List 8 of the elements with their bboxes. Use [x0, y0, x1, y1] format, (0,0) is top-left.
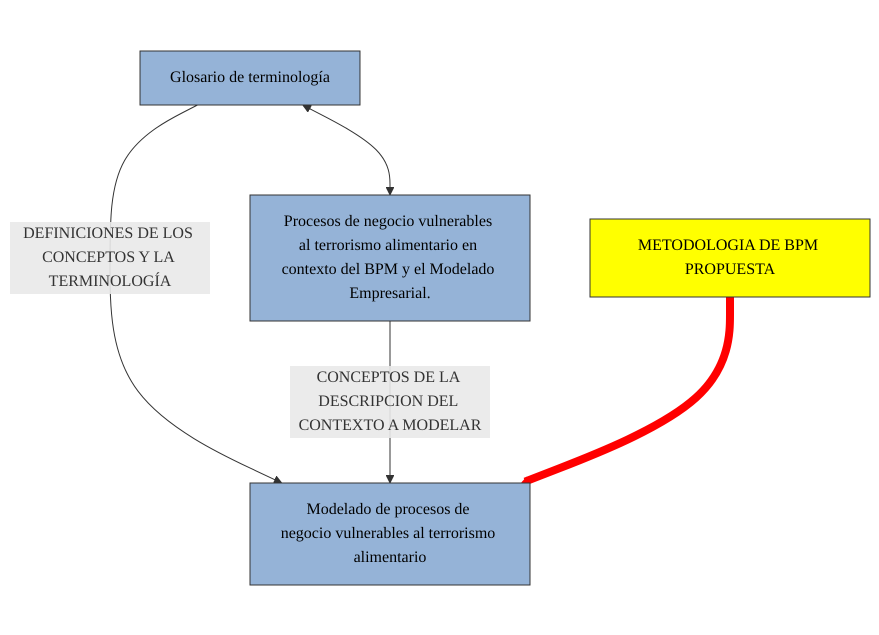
node-box: Procesos de negocio vulnerables al terrorismo alimentario en contexto del BPM y el Modelado Empresarial. — [249, 194, 530, 321]
edge-label: CONCEPTOS DE LA DESCRIPCION DEL CONTEXTO A MODELAR — [298, 368, 481, 434]
node-box: METODOLOGIA DE BPM PROPUESTA — [589, 218, 870, 297]
node-box: Modelado de procesos de negocio vulnerables al terrorismo alimentario — [249, 482, 530, 585]
node-box: Glosario de terminología — [139, 50, 360, 105]
arrow — [302, 104, 394, 195]
arrow — [520, 296, 734, 485]
edge-label: DEFINICIONES DE LOS CONCEPTOS Y LA TERMINOLOGÍA — [22, 224, 192, 290]
